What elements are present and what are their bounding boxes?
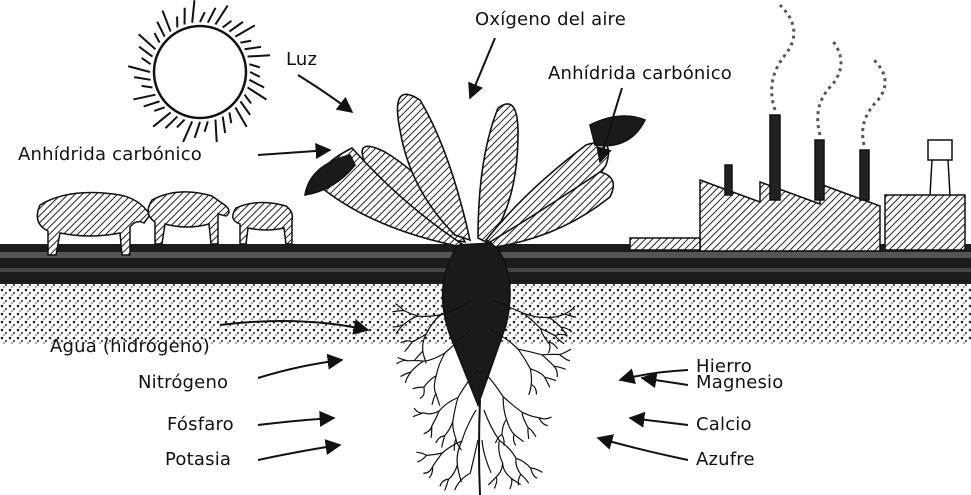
arrow-anhidrida-izquierda	[258, 150, 330, 155]
arrow-azufre	[598, 438, 688, 460]
label-anhidrida-derecha: Anhídrida carbónico	[548, 64, 732, 84]
arrow-magnesio	[642, 378, 688, 385]
sun-icon	[128, 0, 270, 142]
arrow-fosfaro	[258, 418, 334, 425]
arrow-calcio	[630, 418, 688, 425]
arrow-luz	[298, 75, 352, 112]
factory-illustration	[630, 5, 965, 251]
label-magnesio: Magnesio	[696, 373, 783, 393]
label-anhidrida-izquierda: Anhídrida carbónico	[18, 145, 202, 165]
label-azufre: Azufre	[696, 450, 755, 470]
label-potasia: Potasia	[165, 450, 231, 470]
label-agua: Agua (hidrógeno)	[50, 337, 210, 357]
arrow-oxigeno	[470, 38, 495, 98]
arrow-potasia	[258, 445, 340, 460]
label-luz: Luz	[286, 50, 317, 70]
arrow-hierro	[620, 370, 688, 380]
arrow-nitrogeno	[258, 360, 342, 378]
label-nitrogeno: Nitrógeno	[138, 373, 228, 393]
label-calcio: Calcio	[696, 415, 752, 435]
label-oxigeno: Oxígeno del aire	[475, 10, 626, 30]
label-fosfaro: Fósfaro	[167, 415, 234, 435]
